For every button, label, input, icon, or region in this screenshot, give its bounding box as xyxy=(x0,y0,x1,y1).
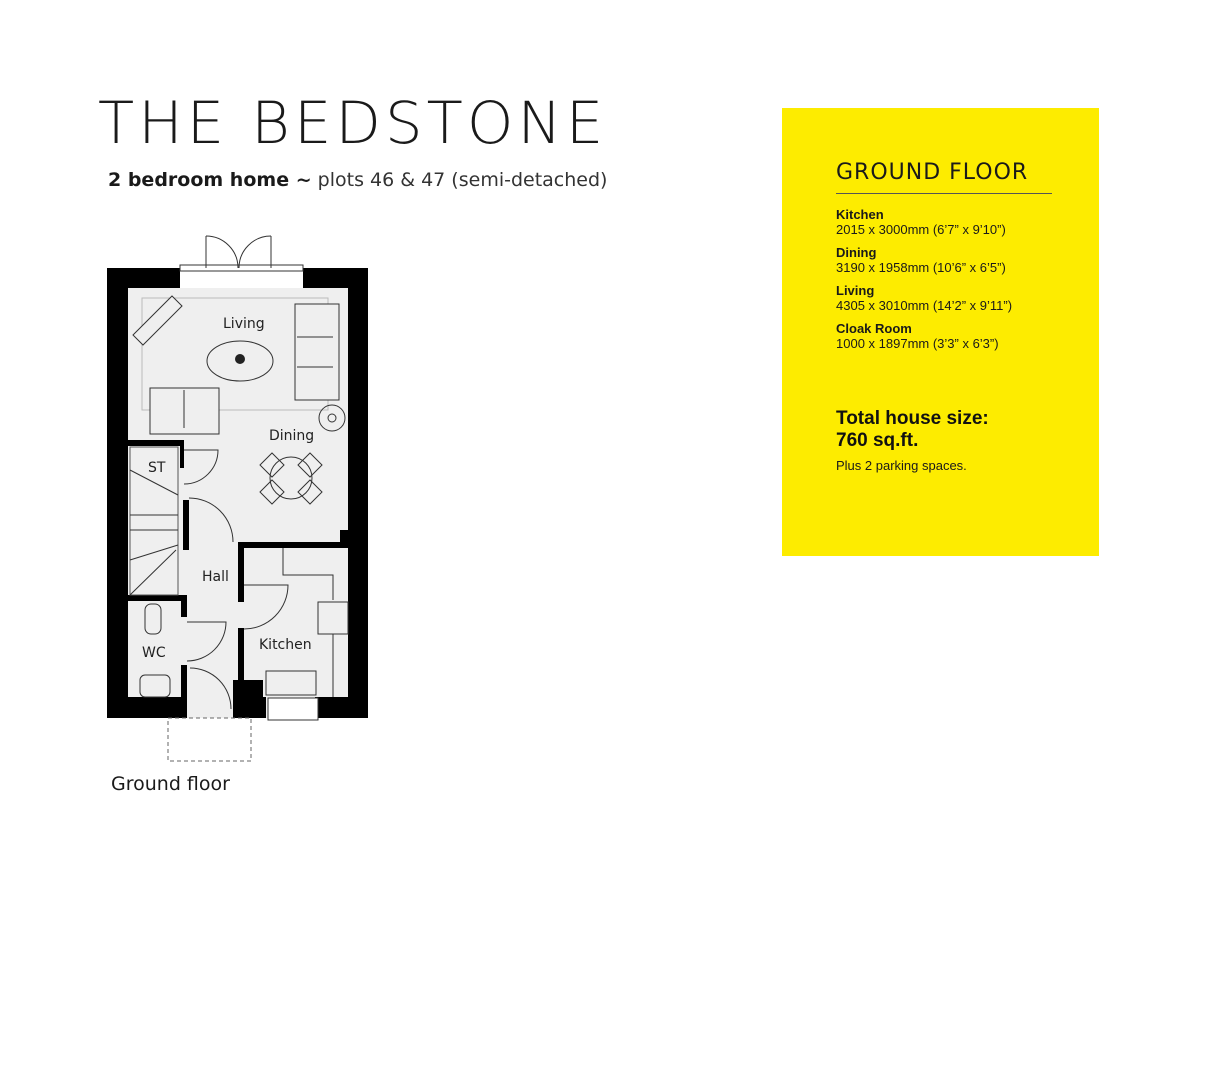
floor-plan-drawing: Living Dining ST Hall WC Kitchen xyxy=(107,235,368,762)
room-label-kitchen: Kitchen xyxy=(259,637,312,653)
room-label-wc: WC xyxy=(142,645,166,661)
room-item-kitchen: Kitchen 2015 x 3000mm (6’7” x 9’10”) xyxy=(836,207,1086,238)
room-dimensions: 1000 x 1897mm (3’3” x 6’3”) xyxy=(836,336,999,351)
room-item-cloak-room: Cloak Room 1000 x 1897mm (3’3” x 6’3”) xyxy=(836,321,1086,352)
panel-title: GROUND FLOOR xyxy=(836,160,1029,185)
room-name: Dining xyxy=(836,245,877,260)
room-dimensions: 4305 x 3010mm (14’2” x 9’11”) xyxy=(836,298,1013,313)
room-dimensions-panel: GROUND FLOOR Kitchen 2015 x 3000mm (6’7”… xyxy=(782,108,1099,556)
room-label-living: Living xyxy=(223,316,265,332)
subtitle-plots: plots 46 & 47 (semi-detached) xyxy=(317,169,608,191)
floor-plan-caption: Ground floor xyxy=(111,773,230,795)
panel-divider xyxy=(836,193,1052,194)
total-value: 760 sq.ft. xyxy=(836,430,919,451)
page-title: THE BEDSTONE xyxy=(98,89,608,157)
room-label-hall: Hall xyxy=(202,569,229,585)
room-name: Cloak Room xyxy=(836,321,912,336)
room-label-dining: Dining xyxy=(269,428,314,444)
room-name: Living xyxy=(836,283,875,298)
subtitle-home-type: 2 bedroom home ~ xyxy=(108,169,312,191)
room-list: Kitchen 2015 x 3000mm (6’7” x 9’10”) Din… xyxy=(836,207,1086,359)
room-dimensions: 3190 x 1958mm (10’6” x 6’5”) xyxy=(836,260,1006,275)
room-item-living: Living 4305 x 3010mm (14’2” x 9’11”) xyxy=(836,283,1086,314)
room-label-storage: ST xyxy=(148,460,166,476)
room-name: Kitchen xyxy=(836,207,884,222)
total-house-size: Total house size: 760 sq.ft. xyxy=(836,408,989,452)
total-label: Total house size: xyxy=(836,408,989,429)
room-dimensions: 2015 x 3000mm (6’7” x 9’10”) xyxy=(836,222,1006,237)
room-item-dining: Dining 3190 x 1958mm (10’6” x 6’5”) xyxy=(836,245,1086,276)
parking-note: Plus 2 parking spaces. xyxy=(836,458,967,473)
page-subtitle: 2 bedroom home ~ plots 46 & 47 (semi-det… xyxy=(108,169,607,191)
